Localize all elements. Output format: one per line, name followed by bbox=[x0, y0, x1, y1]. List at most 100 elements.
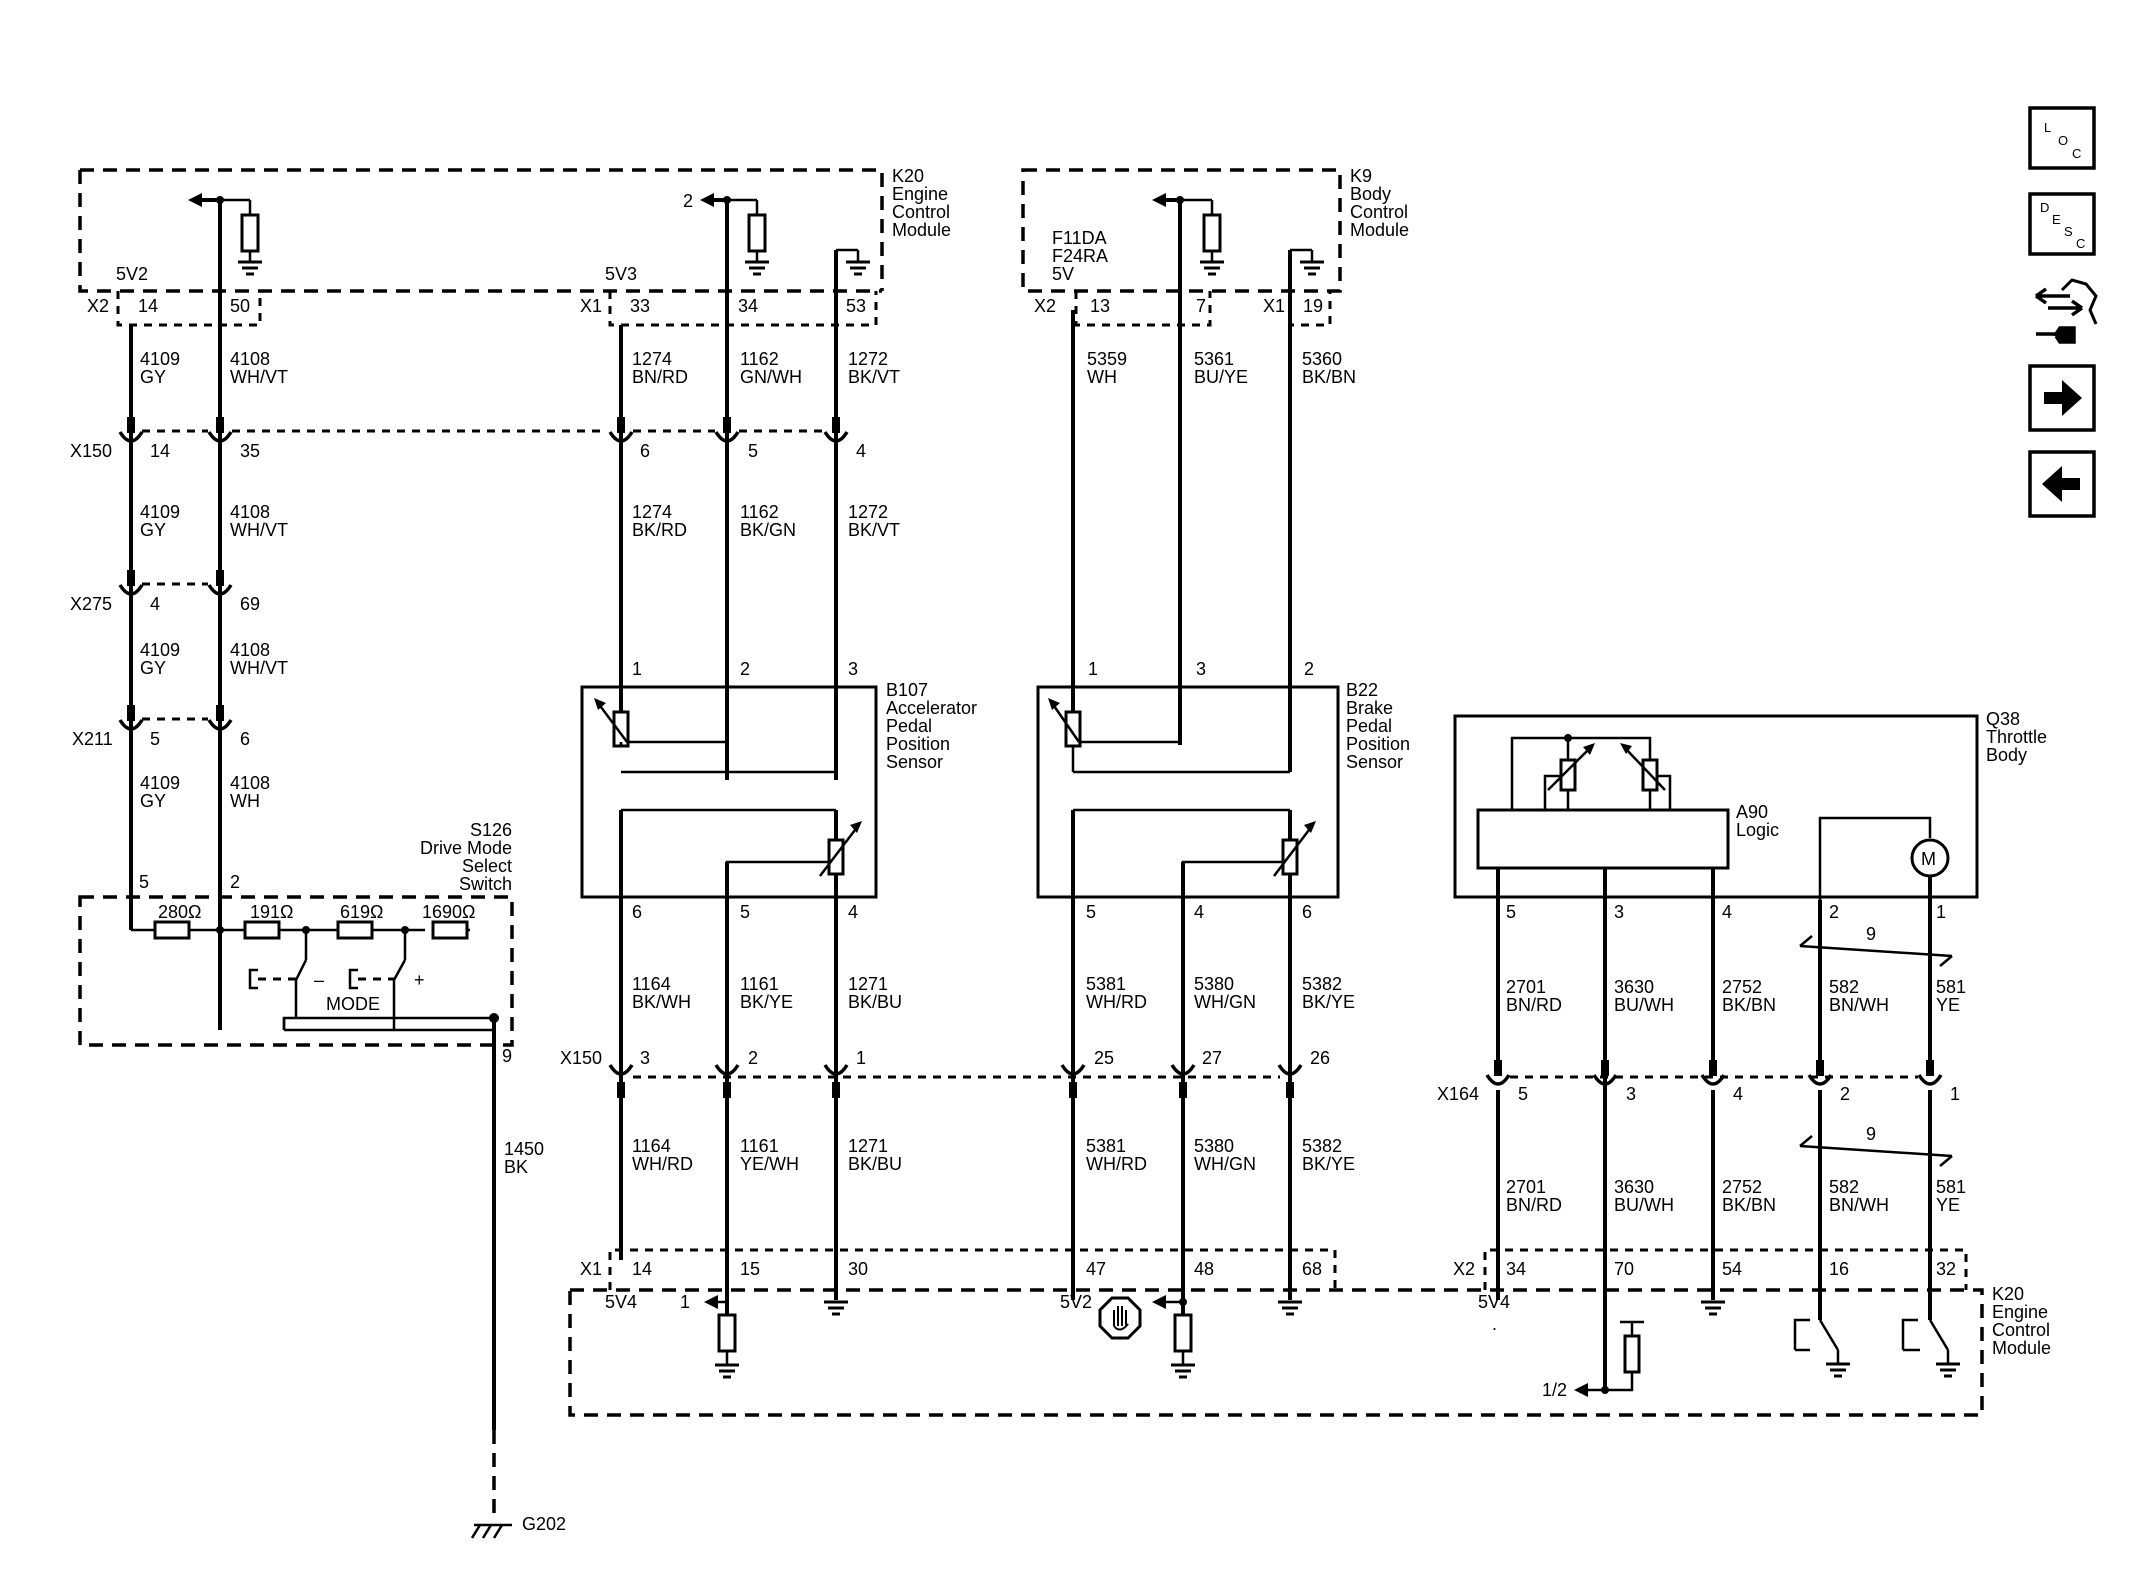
pin-16-k20b: 16 bbox=[1829, 1259, 1849, 1279]
pin-1-b107: 1 bbox=[632, 659, 642, 679]
pin-2-x164: 2 bbox=[1840, 1084, 1850, 1104]
k20b-ref1: 1 bbox=[680, 1292, 690, 1312]
pin-34-top: 34 bbox=[738, 296, 758, 316]
mode-label: MODE bbox=[326, 994, 380, 1014]
pin-15-k20b: 15 bbox=[740, 1259, 760, 1279]
pin-1-x164: 1 bbox=[1950, 1084, 1960, 1104]
svg-text:E: E bbox=[2052, 212, 2061, 227]
k20-top-ref2: 2 bbox=[683, 191, 693, 211]
x164-label: X164 bbox=[1437, 1084, 1479, 1104]
pin-4-q38: 4 bbox=[1722, 902, 1732, 922]
svg-text:C: C bbox=[2076, 236, 2085, 251]
pin-6-b107: 6 bbox=[632, 902, 642, 922]
r619-label: 619Ω bbox=[340, 902, 384, 922]
pin-54-k20b: 54 bbox=[1722, 1259, 1742, 1279]
pin-70-k20b: 70 bbox=[1614, 1259, 1634, 1279]
pin-14-k20b: 14 bbox=[632, 1259, 652, 1279]
switch-minus: – bbox=[314, 970, 324, 990]
pin-6-x211: 6 bbox=[240, 729, 250, 749]
next-button[interactable] bbox=[2028, 364, 2096, 432]
k20-top-x2-label: X2 bbox=[87, 296, 109, 316]
pin-7-k9: 7 bbox=[1196, 296, 1206, 316]
desc-icon: D E S C bbox=[2040, 200, 2085, 251]
pin-3-q38: 3 bbox=[1614, 902, 1624, 922]
pin-3-b107: 3 bbox=[848, 659, 858, 679]
r191-label: 191Ω bbox=[250, 902, 294, 922]
pin-2-s126: 2 bbox=[230, 872, 240, 892]
pin-5-x150: 5 bbox=[748, 441, 758, 461]
desc-button[interactable]: D E S C bbox=[2028, 192, 2096, 256]
x150-top-label: X150 bbox=[70, 441, 112, 461]
pin-2-x150: 2 bbox=[748, 1048, 758, 1068]
x275-label: X275 bbox=[70, 594, 112, 614]
k20-top-x1-label: X1 bbox=[580, 296, 602, 316]
svg-text:L: L bbox=[2044, 120, 2051, 135]
pin-27-x150: 27 bbox=[1202, 1048, 1222, 1068]
previous-button[interactable] bbox=[2028, 450, 2096, 518]
twist-9-top: 9 bbox=[1866, 924, 1876, 944]
pin-4-b107: 4 bbox=[848, 902, 858, 922]
twist-9-bot: 9 bbox=[1866, 1124, 1876, 1144]
k20b-ref12: 1/2 bbox=[1542, 1380, 1567, 1400]
pin-35-x150: 35 bbox=[240, 441, 260, 461]
pin-3-b22: 3 bbox=[1196, 659, 1206, 679]
pin-34-k20b: 34 bbox=[1506, 1259, 1526, 1279]
pin-5-s126: 5 bbox=[139, 872, 149, 892]
previous-arrow-icon bbox=[2042, 466, 2080, 502]
connector-service-button[interactable] bbox=[2034, 278, 2098, 344]
k20-bottom-x2-label: X2 bbox=[1453, 1259, 1475, 1279]
pin-4-b22: 4 bbox=[1194, 902, 1204, 922]
pin-9-s126: 9 bbox=[502, 1046, 512, 1066]
loc-button[interactable]: L O C bbox=[2028, 106, 2096, 170]
k20b-5v4-b: 5V4 bbox=[1478, 1292, 1510, 1312]
pin-5-x164: 5 bbox=[1518, 1084, 1528, 1104]
k20-top-5v2: 5V2 bbox=[116, 264, 148, 284]
r1690-label: 1690Ω bbox=[422, 902, 476, 922]
pin-6-b22: 6 bbox=[1302, 902, 1312, 922]
pin-4-x164: 4 bbox=[1733, 1084, 1743, 1104]
pin-5-x211: 5 bbox=[150, 729, 160, 749]
k9-x1-label: X1 bbox=[1263, 296, 1285, 316]
g202-label: G202 bbox=[522, 1514, 566, 1534]
pin-13-k9: 13 bbox=[1090, 296, 1110, 316]
switch-plus: + bbox=[414, 970, 425, 990]
pin-1-b22: 1 bbox=[1088, 659, 1098, 679]
